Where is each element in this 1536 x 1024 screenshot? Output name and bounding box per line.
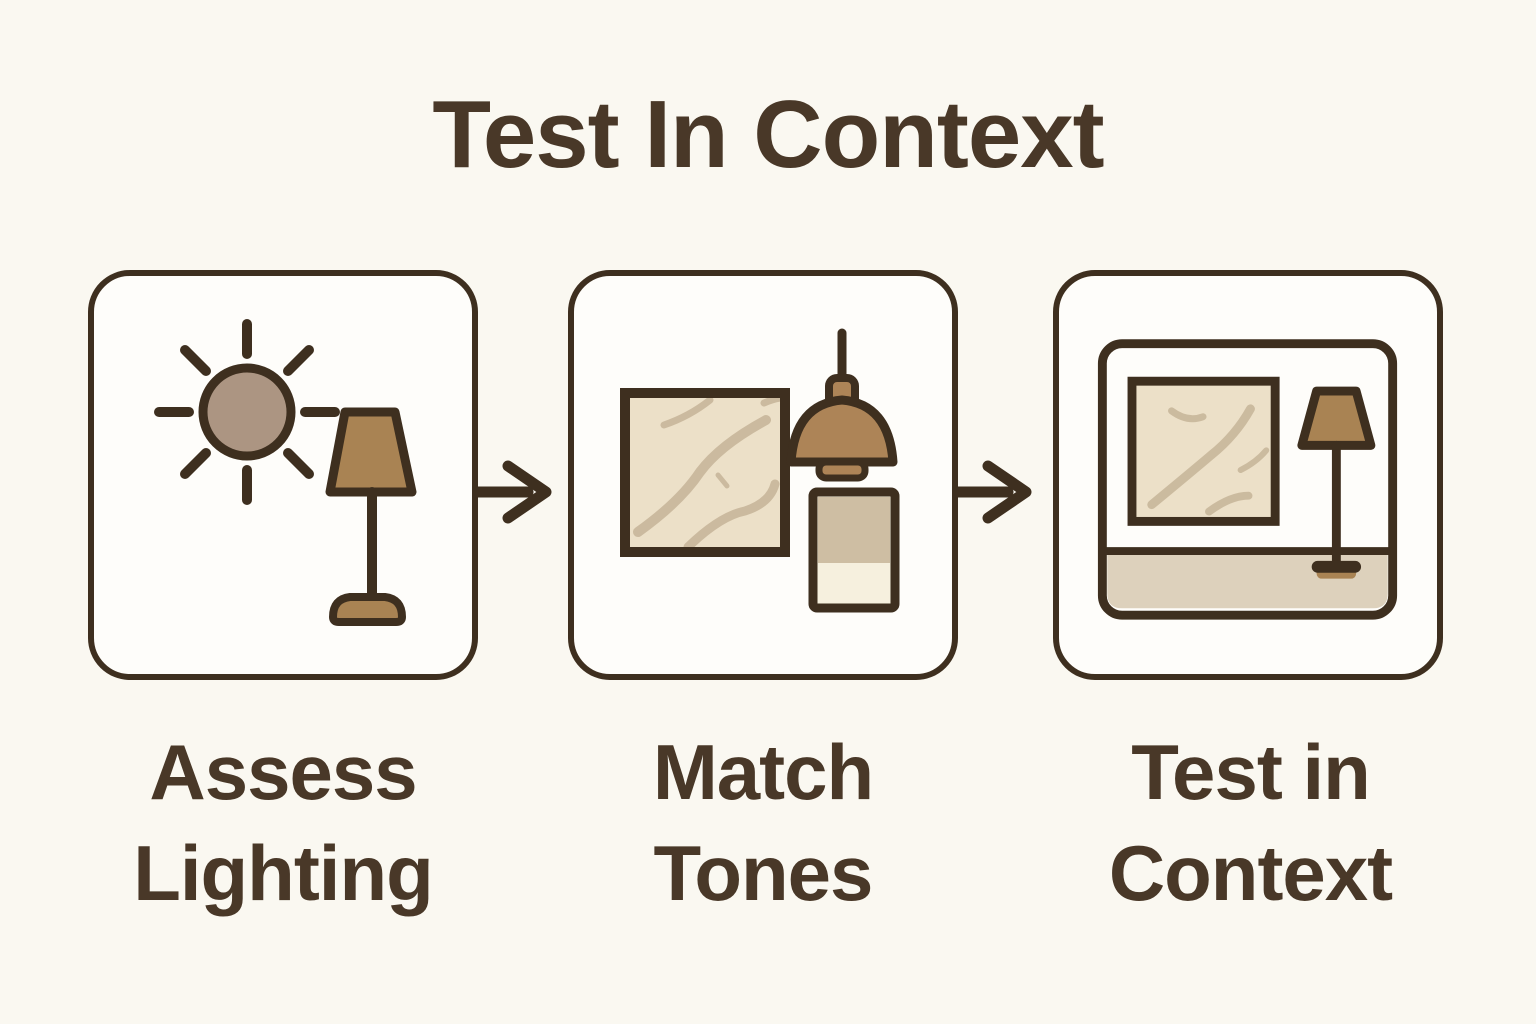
step-card-test-in-context bbox=[1053, 270, 1443, 680]
pendant-lamp-icon bbox=[786, 328, 898, 482]
sun-icon bbox=[154, 319, 340, 505]
marble-tile-icon bbox=[1127, 376, 1280, 526]
floor-band bbox=[1107, 551, 1388, 609]
paint-swatch-icon bbox=[808, 487, 900, 613]
arrow-right-icon bbox=[476, 460, 552, 524]
sun-and-lamp-icon bbox=[154, 319, 417, 626]
floor-lamp-icon bbox=[1297, 386, 1376, 579]
tile-pendant-swatch-icon bbox=[620, 328, 900, 613]
page-title: Test In Context bbox=[432, 81, 1104, 188]
step-label-test-in-context: Test in Context bbox=[1108, 728, 1393, 918]
marble-tile-icon bbox=[620, 388, 790, 557]
room-preview-icon bbox=[1097, 339, 1398, 620]
arrow-right-icon bbox=[956, 460, 1032, 524]
step-card-assess-lighting bbox=[88, 270, 478, 680]
step-card-match-tones bbox=[568, 270, 958, 680]
step-label-match-tones: Match Tones bbox=[652, 728, 874, 918]
step-label-assess-lighting: Assess Lighting bbox=[133, 728, 434, 918]
table-lamp-icon bbox=[325, 407, 417, 626]
